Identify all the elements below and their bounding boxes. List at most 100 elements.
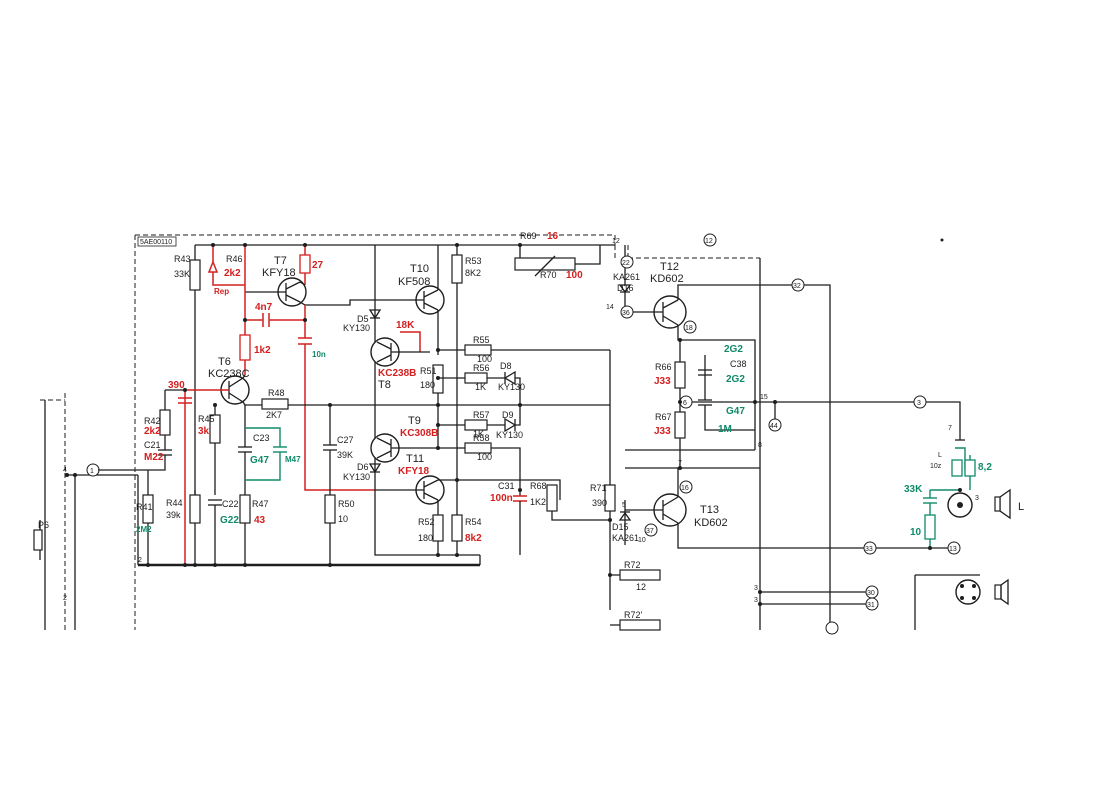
svg-text:KA261: KA261 [612, 533, 639, 543]
svg-text:30: 30 [867, 590, 875, 597]
svg-text:31: 31 [867, 602, 875, 609]
svg-text:2: 2 [138, 557, 142, 564]
svg-text:2M2: 2M2 [136, 525, 152, 534]
svg-text:R47: R47 [252, 499, 269, 509]
svg-text:100: 100 [477, 354, 492, 364]
svg-text:R41: R41 [136, 502, 153, 512]
svg-text:R42: R42 [144, 416, 161, 426]
r55: R55 100 [438, 335, 610, 364]
svg-text:4n7: 4n7 [255, 302, 273, 313]
svg-text:3k: 3k [198, 426, 210, 437]
svg-text:L: L [938, 452, 942, 459]
terminal-44: 44 [768, 418, 782, 432]
terminal-12: 12 [703, 233, 717, 247]
svg-text:R46: R46 [226, 254, 243, 264]
svg-text:1k2: 1k2 [254, 345, 271, 356]
svg-text:R52: R52 [418, 517, 435, 527]
terminal-33: 33 [863, 541, 877, 555]
svg-text:M22: M22 [144, 452, 164, 463]
t11-transistor: T11 KFY18 [375, 453, 561, 515]
svg-text:390: 390 [592, 498, 607, 508]
svg-text:39k: 39k [166, 510, 181, 520]
svg-text:R51: R51 [420, 366, 437, 376]
svg-text:390: 390 [168, 380, 185, 391]
r44: R44 39k [166, 490, 201, 524]
input-connector: P6 [33, 393, 77, 630]
svg-text:T13: T13 [700, 504, 719, 516]
svg-text:T6: T6 [218, 356, 231, 368]
terminal-31: 31 [865, 597, 879, 611]
svg-text:8k2: 8k2 [465, 533, 482, 544]
svg-text:J33: J33 [654, 426, 671, 437]
speaker-jack: L 10z 8,2 33K 10 L [904, 430, 1024, 548]
svg-text:6: 6 [683, 400, 687, 407]
svg-text:R66: R66 [655, 362, 672, 372]
svg-text:7: 7 [948, 425, 952, 432]
svg-text:G22: G22 [220, 515, 239, 526]
c31: C31 100n [490, 481, 527, 555]
svg-text:100: 100 [566, 270, 583, 281]
svg-text:10n: 10n [312, 350, 326, 359]
svg-text:8K2: 8K2 [465, 268, 481, 278]
r56-d8: R56 1K D8 KY130 [438, 361, 525, 405]
svg-text:43: 43 [254, 515, 266, 526]
r50: R50 10 [324, 494, 355, 565]
svg-text:T11: T11 [406, 453, 424, 465]
svg-text:KD602: KD602 [694, 517, 728, 529]
r72: R72 12 [619, 560, 661, 592]
svg-text:J33: J33 [654, 376, 671, 387]
r52: R52 180 [418, 514, 444, 555]
svg-text:2G2: 2G2 [724, 344, 743, 355]
terminal-ground-right [825, 621, 839, 635]
svg-text:10z: 10z [930, 463, 942, 470]
svg-text:G47: G47 [250, 455, 269, 466]
svg-text:R44: R44 [166, 498, 183, 508]
svg-text:T7: T7 [274, 255, 287, 267]
r69-r70: R69 16 R70 100 [514, 231, 601, 281]
r71: R71 390 [590, 350, 616, 610]
svg-text:D15: D15 [612, 522, 629, 532]
svg-text:R54: R54 [465, 517, 482, 527]
svg-text:3: 3 [917, 400, 921, 407]
svg-text:R68: R68 [530, 481, 547, 491]
svg-text:KY130: KY130 [498, 382, 525, 392]
svg-text:36: 36 [622, 310, 630, 317]
r42-c21: R42 2k2 C21 M22 [98, 389, 185, 471]
t12-transistor: T12 KD602 [625, 261, 831, 625]
svg-text:KD602: KD602 [650, 273, 684, 285]
svg-text:C21: C21 [144, 440, 161, 450]
bias-wire-3 [374, 455, 480, 556]
svg-text:39K: 39K [337, 450, 353, 460]
svg-text:KY130: KY130 [343, 472, 370, 482]
svg-text:27: 27 [312, 260, 324, 271]
d16-diode: KA261 D16 [613, 245, 640, 312]
svg-text:C23: C23 [253, 433, 270, 443]
cap-390: 390 [168, 380, 192, 565]
c27: C27 39K [323, 405, 354, 495]
t7-transistor: T7 KFY18 [245, 255, 375, 307]
svg-text:33: 33 [865, 546, 873, 553]
svg-text:KFY18: KFY18 [262, 267, 296, 279]
svg-text:R71: R71 [590, 483, 607, 493]
r51: R51 180 [420, 364, 444, 405]
svg-text:T10: T10 [410, 263, 429, 275]
terminal-3: 3 [913, 395, 927, 409]
svg-text:KC238B: KC238B [378, 368, 416, 379]
svg-text:12: 12 [612, 238, 620, 245]
svg-text:16: 16 [681, 485, 689, 492]
svg-text:D9: D9 [502, 410, 514, 420]
r54: R54 8k2 [451, 514, 482, 544]
svg-text:KFY18: KFY18 [398, 466, 430, 477]
svg-text:2: 2 [63, 595, 67, 602]
stray-mark [940, 238, 944, 242]
r67: R67 J33 [654, 402, 686, 468]
svg-text:7: 7 [678, 460, 682, 467]
r46: R46 2k2 Rep [207, 245, 246, 296]
d6-diode: D6 KY130 [343, 462, 382, 482]
svg-text:R67: R67 [655, 412, 672, 422]
svg-text:33K: 33K [174, 269, 190, 279]
svg-text:T12: T12 [660, 261, 679, 273]
svg-text:8,2: 8,2 [978, 462, 992, 473]
svg-text:D16: D16 [617, 283, 634, 293]
